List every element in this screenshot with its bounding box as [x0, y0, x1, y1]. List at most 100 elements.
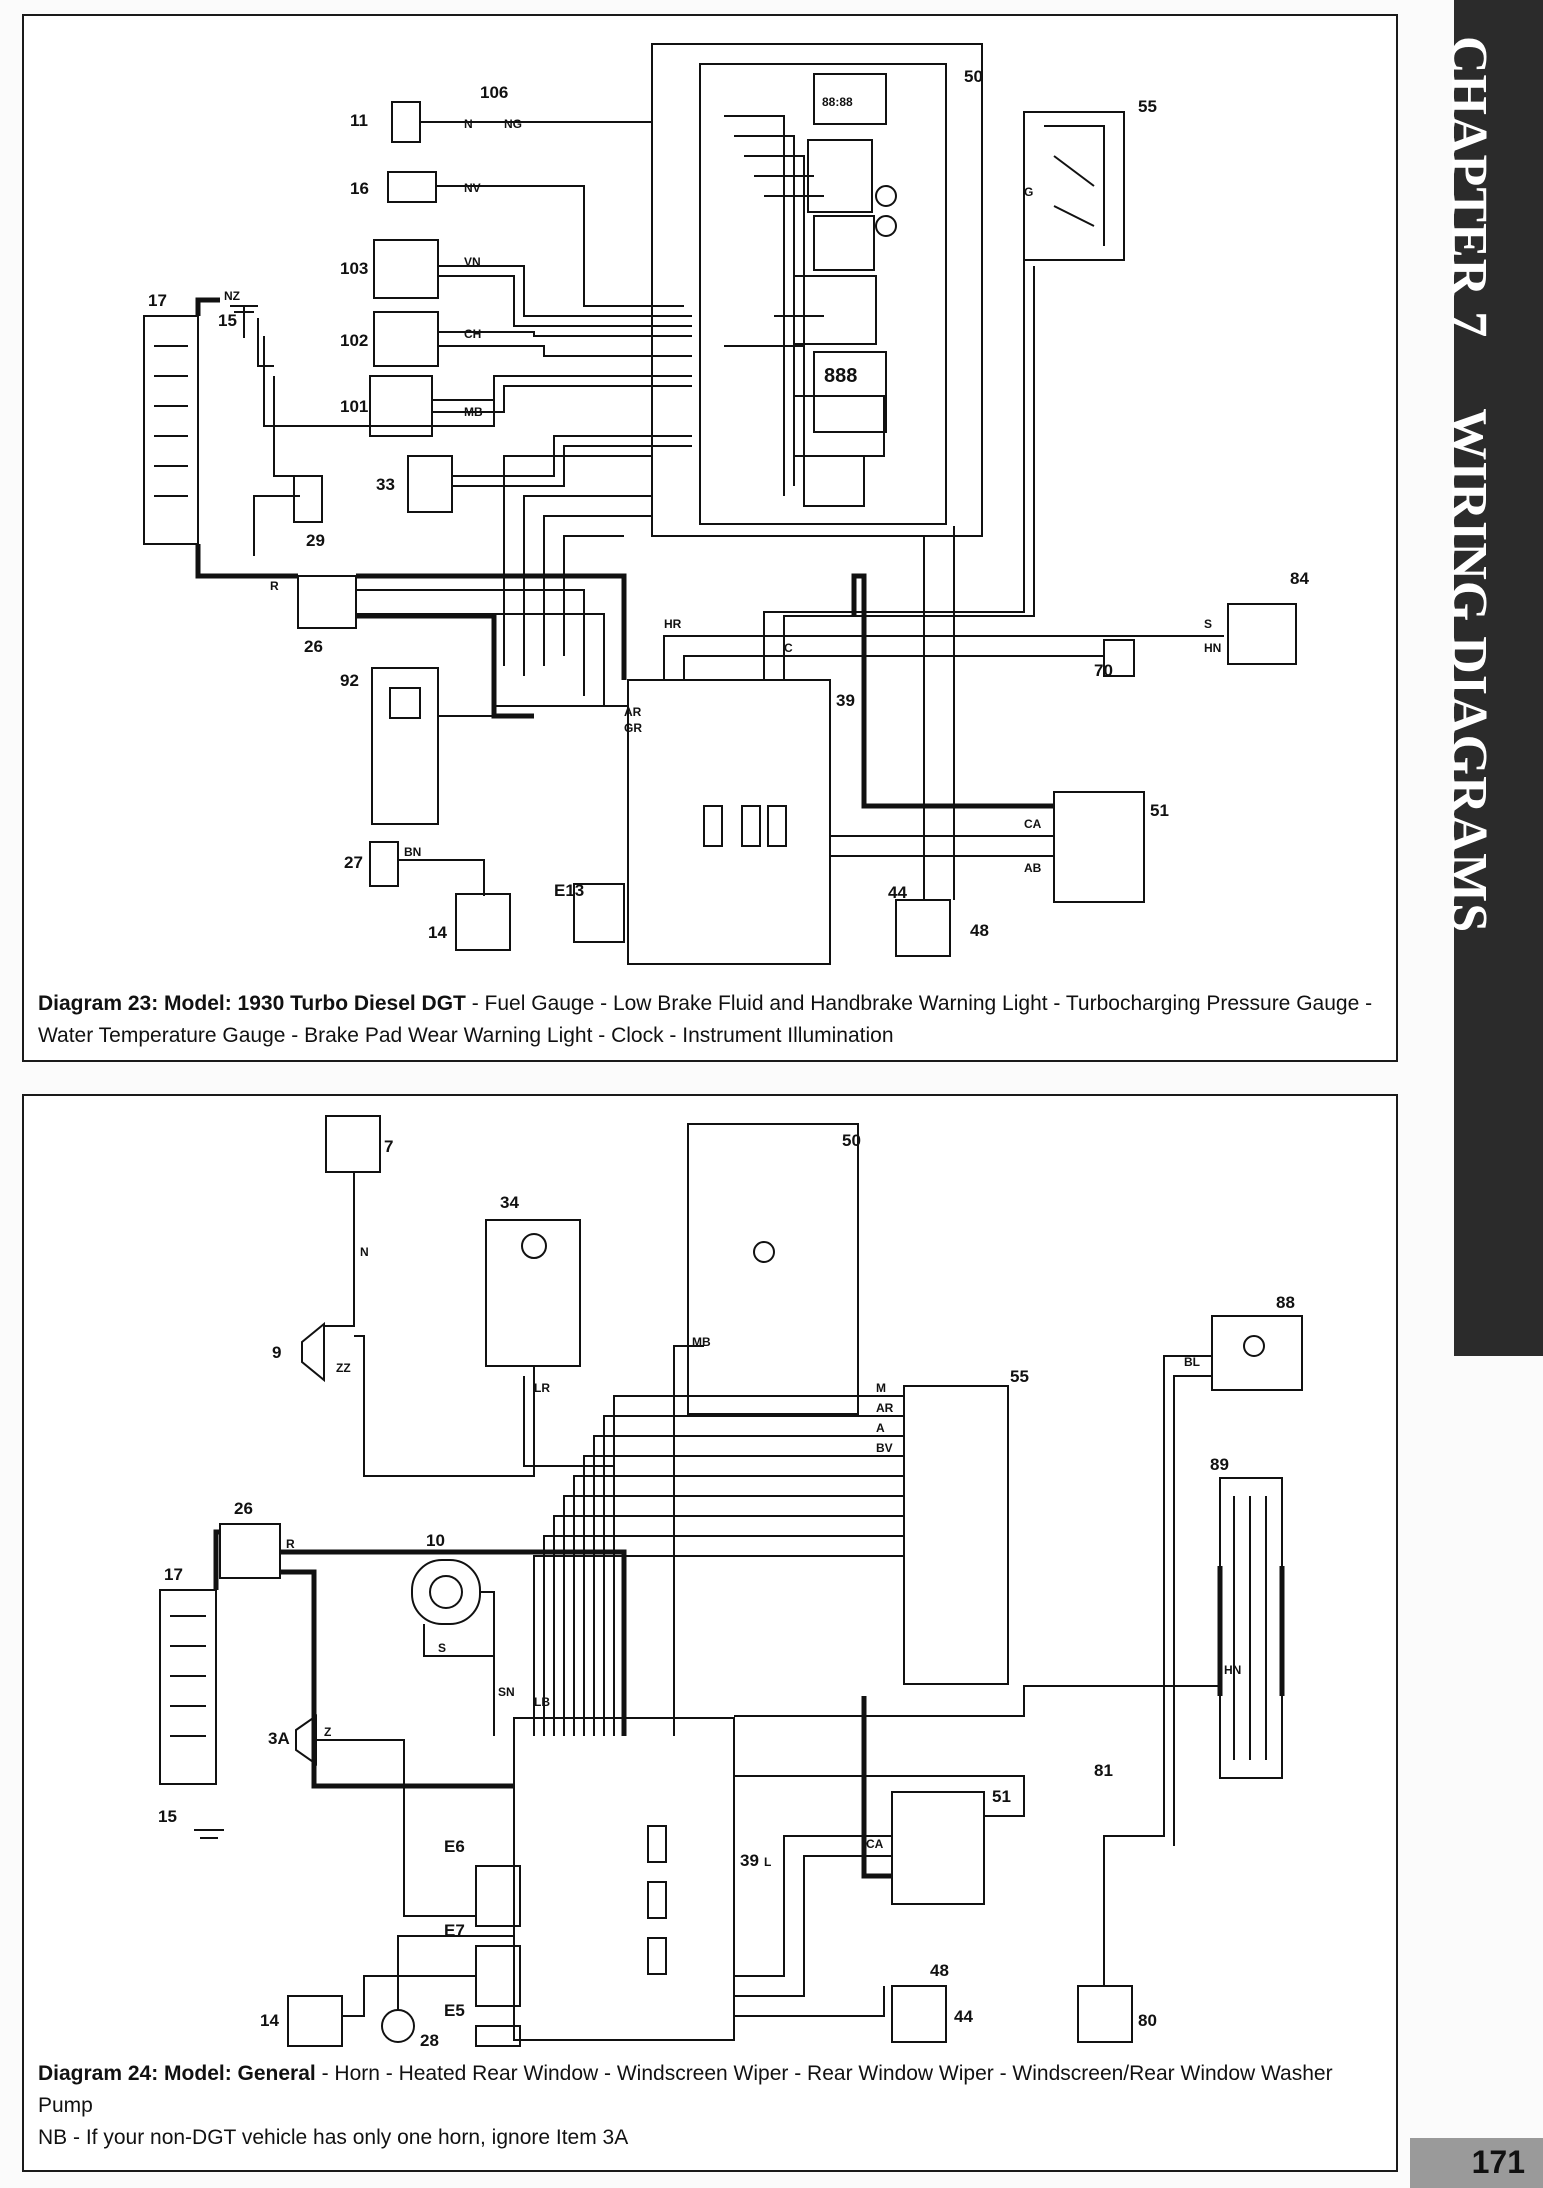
diagram-24-drawing: 7 34 50 9 55 88 26 10 17 89 3A 15 39 51 … — [158, 1115, 1303, 2050]
lamp-28 — [381, 2009, 415, 2043]
wire-code-mb: MB — [464, 405, 483, 419]
wire-code-ng: NG — [504, 117, 522, 131]
label-50: 50 — [964, 67, 983, 86]
switch-unit-55 — [903, 1385, 1009, 1685]
wire-code-ab: AB — [1024, 861, 1042, 875]
wire-code-lr: LR — [534, 1381, 550, 1395]
battery-17 — [159, 1589, 217, 1785]
connector-29 — [293, 475, 323, 523]
label-106: 106 — [480, 83, 508, 102]
label-e13: E13 — [554, 881, 584, 900]
label-55: 55 — [1010, 1367, 1029, 1386]
label-55: 55 — [1138, 97, 1157, 116]
label-102: 102 — [340, 331, 368, 350]
wire-code-zz: ZZ — [336, 1361, 351, 1375]
wire-code-ar: AR — [876, 1401, 894, 1415]
wire-code-n: N — [464, 117, 473, 131]
wire-code-z: Z — [324, 1725, 331, 1739]
label-33: 33 — [376, 475, 395, 494]
ignition-switch-14 — [287, 1995, 343, 2047]
diagram-23-drawing: 11 16 103 102 101 33 29 17 15 26 92 27 1… — [143, 43, 1309, 965]
relay-51 — [1053, 791, 1145, 903]
label-89: 89 — [1210, 1455, 1229, 1474]
wire-code-bl: BL — [1184, 1355, 1200, 1369]
switch-70 — [1103, 639, 1135, 677]
label-10: 10 — [426, 1531, 445, 1550]
diagram-24-title: Diagram 24: Model: General — [38, 2062, 316, 2085]
wire-code-vn: VN — [464, 255, 481, 269]
wire-code-m: M — [876, 1381, 886, 1395]
clock-display — [813, 73, 887, 125]
fuse-box-39 — [513, 1717, 735, 2041]
label-44: 44 — [888, 883, 907, 902]
wire-code-mb: MB — [692, 1335, 711, 1349]
wire-code-l: L — [764, 1855, 771, 1869]
label-81: 81 — [1094, 1761, 1113, 1780]
label-48: 48 — [930, 1961, 949, 1980]
switch-unit-55 — [1023, 111, 1125, 261]
label-92: 92 — [340, 671, 359, 690]
wire-code-nz: NZ — [224, 289, 240, 303]
relay-51 — [891, 1791, 985, 1905]
washer-pump-10 — [411, 1559, 481, 1625]
label-17: 17 — [164, 1565, 183, 1584]
label-44: 44 — [954, 2007, 973, 2026]
wire-code-g: G — [1024, 185, 1033, 199]
warning-lamp-d — [753, 1241, 775, 1263]
label-17: 17 — [148, 291, 167, 310]
label-7: 7 — [384, 1137, 393, 1156]
label-9: 9 — [272, 1343, 281, 1362]
label-48: 48 — [970, 921, 989, 940]
label-88: 88 — [1276, 1293, 1295, 1312]
page-number: 171 — [1471, 2144, 1525, 2180]
label-e5: E5 — [444, 2001, 465, 2020]
wire-code-bn: BN — [404, 845, 421, 859]
label-101: 101 — [340, 397, 368, 416]
label-11: 11 — [350, 111, 368, 130]
wire-code-s: S — [1204, 617, 1212, 631]
diagram-24-description: - Horn - Heated Rear Window - Windscreen… — [38, 2062, 1333, 2117]
clock-readout: 88:88 — [822, 95, 853, 109]
label-39: 39 — [836, 691, 855, 710]
relay-88 — [1211, 1315, 1303, 1391]
wire-code-gr: GR — [624, 721, 642, 735]
ignition-switch-80 — [1077, 1985, 1133, 2043]
diagram-23-frame: 11 16 103 102 101 33 29 17 15 26 92 27 1… — [22, 14, 1398, 1062]
diagram-24-note: NB - If your non-DGT vehicle has only on… — [38, 2126, 629, 2149]
wire-code-r: R — [286, 1537, 295, 1551]
wire-code-hr: HR — [664, 617, 682, 631]
label-e6: E6 — [444, 1837, 465, 1856]
relay-26 — [219, 1523, 281, 1579]
label-29: 29 — [306, 531, 325, 550]
label-26: 26 — [234, 1499, 253, 1518]
wire-code-nv: NV — [464, 181, 481, 195]
wire-code-hn: HN — [1224, 1663, 1241, 1677]
wire-code-ca: CA — [866, 1837, 884, 1851]
section-label: WIRING DIAGRAMS — [1440, 408, 1497, 934]
wire-code-sn: SN — [498, 1685, 515, 1699]
wire-code-ch: CH — [464, 327, 481, 341]
relay-26 — [297, 575, 357, 629]
switch-e5 — [475, 2025, 521, 2047]
label-70: 70 — [1094, 661, 1113, 680]
switch-e13 — [573, 883, 625, 943]
label-27: 27 — [344, 853, 363, 872]
label-51: 51 — [1150, 801, 1169, 820]
switch-e6 — [475, 1865, 521, 1927]
diagram-24-frame: 7 34 50 9 55 88 26 10 17 89 3A 15 39 51 … — [22, 1094, 1398, 2172]
wire-code-c: C — [784, 641, 793, 655]
ignition-switch-44 — [895, 899, 951, 957]
diagram-24-heading: Diagram 24: Model: General - Horn - Heat… — [38, 2058, 1382, 2122]
wire-code-r: R — [270, 579, 279, 593]
warning-lamp-k — [875, 215, 897, 237]
module-92 — [371, 667, 439, 825]
label-3a: 3A — [268, 1729, 290, 1748]
label-50: 50 — [842, 1131, 861, 1150]
wire-code-ar: AR — [624, 705, 642, 719]
label-51: 51 — [992, 1787, 1011, 1806]
label-84: 84 — [1290, 569, 1309, 588]
sensor-33 — [407, 455, 453, 513]
label-e7: E7 — [444, 1921, 465, 1940]
label-103: 103 — [340, 259, 368, 278]
